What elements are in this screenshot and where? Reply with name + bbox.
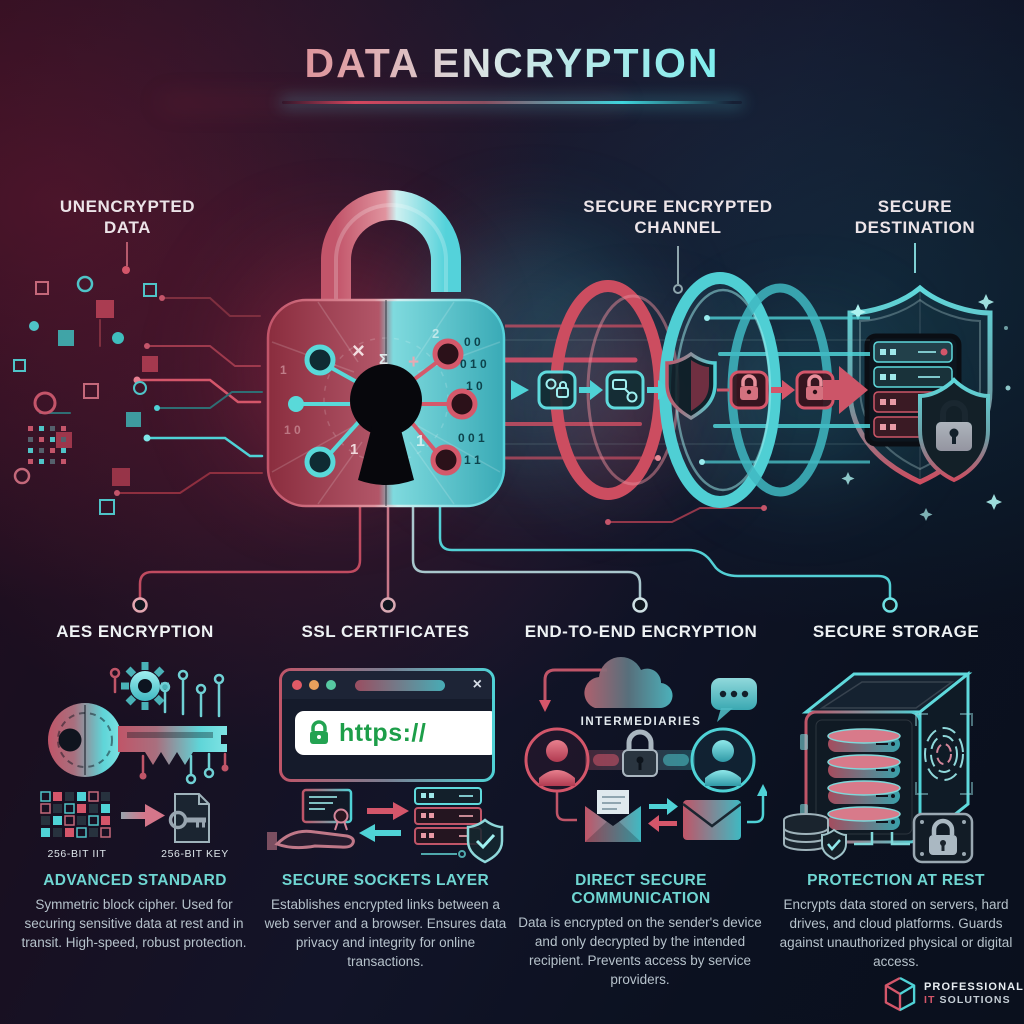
lock-nodes bbox=[288, 338, 478, 478]
encrypted-tunnel-icon bbox=[505, 272, 870, 508]
envelope-arrows-icon bbox=[648, 798, 678, 832]
svg-text:1 1: 1 1 bbox=[464, 453, 481, 467]
svg-text:1: 1 bbox=[280, 363, 287, 377]
browser-tab-pill bbox=[355, 679, 445, 691]
svg-text:0 1 0: 0 1 0 bbox=[460, 357, 487, 371]
db-cylinders-icon bbox=[827, 728, 901, 830]
sender-avatar bbox=[524, 727, 590, 793]
brand-accent: IT bbox=[924, 994, 936, 1007]
key-document-icon bbox=[168, 793, 210, 843]
column-aes: AES ENCRYPTION bbox=[15, 622, 255, 952]
svg-text:Σ: Σ bbox=[379, 351, 388, 368]
brand-line2: SOLUTIONS bbox=[939, 994, 1011, 1007]
svg-text:1: 1 bbox=[350, 441, 358, 458]
e2e-diagram-icon bbox=[524, 656, 767, 842]
bit-label-left: 256-BIT IIT bbox=[47, 848, 107, 860]
keyhole bbox=[350, 364, 422, 485]
aes-description: Symmetric block cipher. Used for securin… bbox=[21, 897, 247, 951]
destination-tick bbox=[914, 243, 916, 273]
https-lock-icon bbox=[310, 720, 328, 744]
column-ssl: SSL CERTIFICATES × bbox=[263, 622, 508, 972]
lock-badge-icon bbox=[912, 812, 974, 864]
e2e-subtitle: DIRECT SECURE COMMUNICATION bbox=[571, 872, 711, 907]
chat-bubble-icon bbox=[711, 678, 757, 722]
key-icon bbox=[48, 662, 229, 785]
cloud-icon bbox=[584, 656, 673, 709]
svg-text:1 0: 1 0 bbox=[466, 379, 483, 393]
safe-icon bbox=[783, 670, 974, 864]
intermediaries-label: INTERMEDIARIES bbox=[580, 716, 702, 728]
browser-dot-red bbox=[292, 680, 302, 690]
address-bar: https:// bbox=[295, 711, 492, 755]
svg-text:0 0 1: 0 0 1 bbox=[458, 431, 485, 445]
aes-title: AES ENCRYPTION bbox=[56, 622, 214, 641]
browser-dot-green bbox=[326, 680, 336, 690]
unencrypted-tick-dot bbox=[122, 266, 130, 274]
column-e2e: END-TO-END ENCRYPTION bbox=[515, 622, 767, 990]
lock-glyphs: × Σ + 2 1 1 0 0 0 1 0 1 0 0 0 1 1 1 1 1 … bbox=[280, 326, 487, 467]
browser-window: × https:// bbox=[279, 668, 495, 782]
e2e-title: END-TO-END ENCRYPTION bbox=[524, 622, 758, 641]
connector-lines bbox=[132, 501, 898, 613]
channel-tick bbox=[677, 246, 679, 284]
padlock-link-icon bbox=[622, 729, 658, 777]
exchange-arrows-icon bbox=[359, 802, 409, 842]
unencrypted-data-label: UNENCRYPTED DATA bbox=[59, 197, 196, 238]
envelope-open-icon bbox=[585, 790, 641, 842]
browser-titlebar: × bbox=[282, 671, 492, 699]
ssl-title: SSL CERTIFICATES bbox=[301, 622, 470, 641]
ssl-description: Establishes encrypted links between a we… bbox=[264, 897, 507, 970]
title-underline bbox=[282, 101, 742, 104]
svg-text:2: 2 bbox=[432, 326, 439, 341]
svg-text:1: 1 bbox=[416, 433, 425, 450]
circuit-pattern bbox=[13, 275, 264, 515]
storage-title: SECURE STORAGE bbox=[812, 622, 980, 641]
aes-subtitle: ADVANCED STANDARD bbox=[43, 872, 227, 889]
unencrypted-tick bbox=[126, 242, 128, 266]
envelope-closed-icon bbox=[682, 800, 742, 840]
url-text: https:// bbox=[339, 718, 427, 747]
lock-badge-shield-icon bbox=[918, 377, 990, 483]
shield-destination-icon bbox=[840, 284, 1011, 521]
recipient-avatar bbox=[690, 727, 756, 793]
brand-line1: PROFESSIONAL bbox=[924, 980, 1024, 993]
gear-icon bbox=[121, 662, 169, 710]
destination-label: SECURE DESTINATION bbox=[854, 197, 976, 238]
storage-description: Encrypts data stored on servers, hard dr… bbox=[779, 897, 1013, 970]
svg-text:+: + bbox=[408, 352, 419, 373]
svg-text:0 0: 0 0 bbox=[464, 335, 481, 349]
page-title: DATA ENCRYPTION bbox=[0, 40, 1024, 87]
storage-subtitle: PROTECTION AT REST bbox=[807, 872, 985, 889]
channel-label: SECURE ENCRYPTED CHANNEL bbox=[583, 197, 773, 238]
certificate-hand-icon bbox=[267, 788, 355, 850]
padlock-icon: × Σ + 2 1 1 0 0 0 1 0 1 0 0 0 1 1 1 1 1 … bbox=[266, 190, 506, 508]
dot-grid bbox=[28, 426, 66, 464]
column-storage: SECURE STORAGE bbox=[776, 622, 1016, 972]
fingerprint-icon bbox=[915, 713, 973, 795]
certificate-exchange-icon bbox=[267, 787, 504, 864]
tunnel-flow bbox=[511, 351, 868, 421]
channel-tick-dot bbox=[673, 284, 683, 294]
server-shield-icon bbox=[414, 787, 504, 864]
close-icon: × bbox=[472, 676, 482, 693]
svg-text:×: × bbox=[352, 338, 365, 363]
bit-label-right: 256-BIT KEY bbox=[161, 848, 229, 860]
transform-arrow-icon bbox=[121, 812, 145, 819]
browser-dot-amber bbox=[309, 680, 319, 690]
ssl-subtitle: SECURE SOCKETS LAYER bbox=[281, 872, 490, 889]
brand-cube-icon bbox=[884, 976, 916, 1012]
svg-text:1 0: 1 0 bbox=[284, 423, 301, 437]
database-shield-icon bbox=[783, 813, 847, 861]
e2e-description: Data is encrypted on the sender's device… bbox=[518, 915, 762, 988]
encryption-blocks-icon bbox=[40, 791, 210, 843]
